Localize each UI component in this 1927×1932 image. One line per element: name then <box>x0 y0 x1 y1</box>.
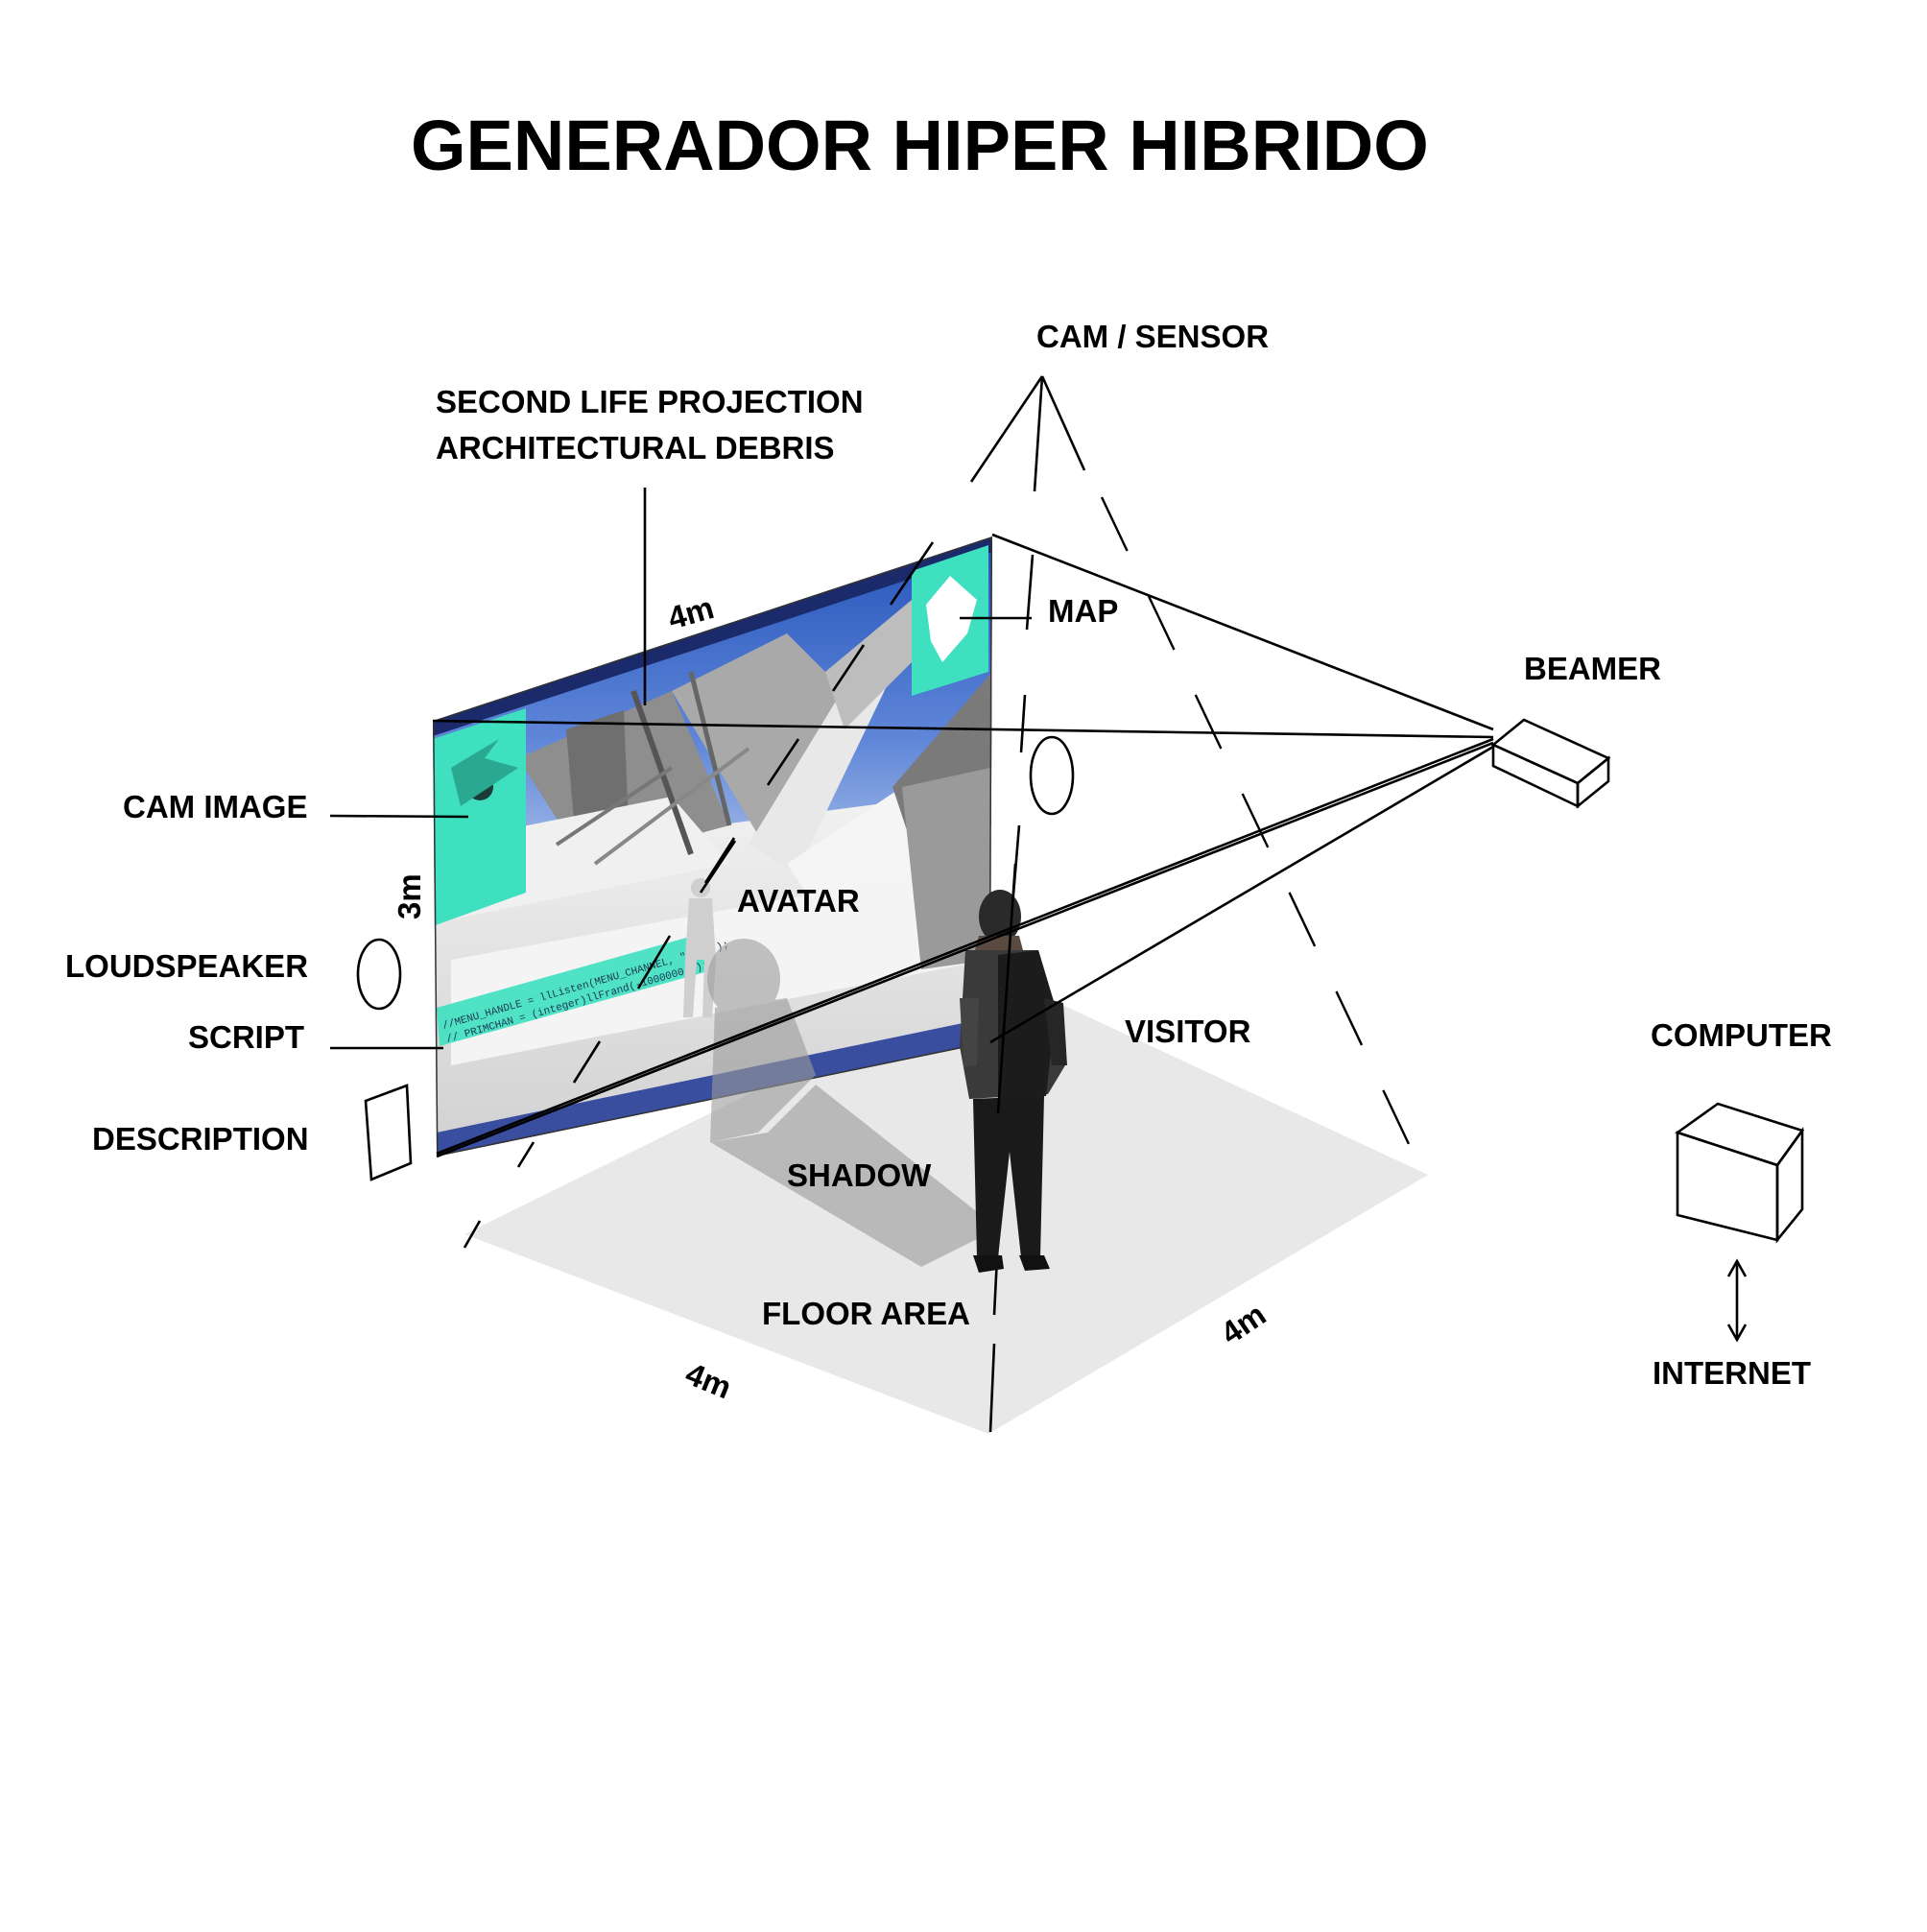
dimension-floor-right: 4m <box>1214 1296 1272 1350</box>
script-strip <box>437 931 715 1046</box>
label-shadow: SHADOW <box>787 1157 932 1193</box>
visitor-shadow <box>707 939 998 1267</box>
label-beamer: BEAMER <box>1524 651 1661 686</box>
leader-lines <box>329 488 1032 1114</box>
label-map: MAP <box>1048 593 1118 629</box>
label-description: DESCRIPTION <box>92 1121 309 1157</box>
beamer-projection-lines <box>432 533 1494 1158</box>
label-script: SCRIPT <box>188 1019 304 1055</box>
computer-icon <box>1675 1102 1805 1244</box>
label-internet: INTERNET <box>1653 1355 1811 1391</box>
dimension-screen-width: 4m <box>664 589 718 636</box>
loudspeaker-icon-left <box>356 938 402 1011</box>
label-loudspeaker: LOUDSPEAKER <box>65 948 308 984</box>
label-avatar: AVATAR <box>737 883 860 918</box>
dimension-floor-left: 4m <box>680 1355 736 1405</box>
page-title: GENERADOR HIPER HIBRIDO <box>411 106 1429 185</box>
label-computer: COMPUTER <box>1651 1017 1832 1053</box>
label-floor-area: FLOOR AREA <box>762 1296 970 1331</box>
dimension-screen-height: 3m <box>392 873 427 919</box>
cam-image-panel <box>433 708 526 926</box>
map-icon <box>926 576 977 662</box>
description-panel-icon <box>364 1084 413 1181</box>
internet-arrow-icon <box>1726 1258 1748 1343</box>
loudspeaker-icon-right <box>1029 735 1075 816</box>
label-cam-image: CAM IMAGE <box>123 789 308 824</box>
cam-sensor-rays <box>572 375 1086 1084</box>
label-second-life-projection: SECOND LIFE PROJECTION <box>436 384 864 419</box>
label-visitor: VISITOR <box>1125 1014 1251 1049</box>
label-architectural-debris: ARCHITECTURAL DEBRIS <box>436 430 835 465</box>
beamer-icon <box>1490 718 1611 809</box>
visitor-figure <box>960 890 1067 1273</box>
label-cam-sensor: CAM / SENSOR <box>1036 319 1269 354</box>
